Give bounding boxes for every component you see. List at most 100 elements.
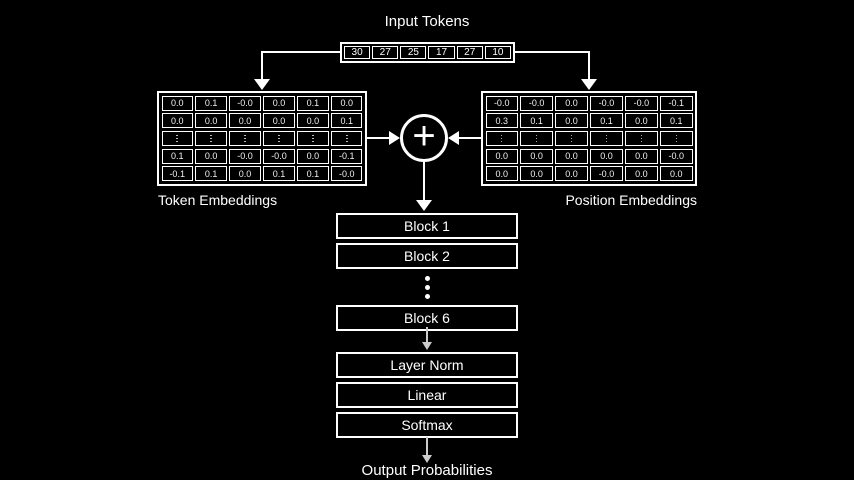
matrix-cell: 0.1 [590,113,623,129]
matrix-cell: 0.0 [297,113,329,129]
matrix-cell [161,130,193,147]
arrowhead-into-block1 [416,200,432,211]
matrix-cell: -0.0 [625,95,658,111]
matrix-cell: -0.0 [590,166,623,182]
matrix-cell [331,130,363,147]
connector-tokens-to-left-drop [261,51,263,80]
transformer-block-box: Block 6 [336,305,518,331]
transformer-block-box: Block 2 [336,243,518,269]
connector-left-matrix-to-adder [366,137,390,139]
input-tokens-label: Input Tokens [384,13,470,30]
matrix-cell: 0.0 [229,166,261,182]
matrix-cell: 0.0 [297,148,329,164]
matrix-cell: 0.1 [297,166,329,182]
matrix-cell: 0.0 [555,95,588,111]
matrix-cell: 0.0 [485,148,518,164]
matrix-cell: -0.0 [263,148,295,164]
matrix-cell: 0.0 [590,148,623,164]
token-embeddings-label: Token Embeddings [158,192,278,208]
matrix-cell: 0.0 [161,95,193,111]
matrix-cell: 0.3 [485,113,518,129]
plus-icon: + [412,114,436,158]
matrix-cell: 0.1 [263,166,295,182]
connector-tokens-to-right-drop [588,51,590,80]
connector-right-matrix-to-adder [458,137,482,139]
matrix-cell: -0.0 [660,148,693,164]
matrix-cell: -0.0 [590,95,623,111]
matrix-cell [590,130,623,147]
matrix-cell: 0.1 [195,166,227,182]
matrix-cell: 0.1 [331,113,363,129]
matrix-cell: 0.1 [660,113,693,129]
matrix-cell: 0.0 [625,113,658,129]
matrix-cell: -0.0 [485,95,518,111]
matrix-cell [195,130,227,147]
matrix-cell: -0.1 [331,148,363,164]
arrowhead-into-token-embeddings [254,79,270,90]
matrix-cell [263,130,295,147]
matrix-cell [625,130,658,147]
head-layer-box: Layer Norm [336,352,518,378]
matrix-cell: 0.0 [625,148,658,164]
token-cell: 27 [372,46,399,59]
matrix-cell [660,130,693,147]
matrix-cell: 0.0 [660,166,693,182]
matrix-cell: 0.1 [195,95,227,111]
matrix-cell [520,130,553,147]
matrix-cell: 0.0 [331,95,363,111]
matrix-cell: 0.0 [555,166,588,182]
matrix-cell: 0.0 [520,148,553,164]
matrix-cell: 0.0 [263,113,295,129]
matrix-cell: 0.0 [625,166,658,182]
matrix-cell: 0.0 [195,148,227,164]
matrix-cell [555,130,588,147]
matrix-cell: 0.0 [555,113,588,129]
arrowhead-left-into-adder [389,131,400,145]
matrix-cell [485,130,518,147]
matrix-cell [297,130,329,147]
connector-tokens-to-left [261,51,340,53]
arrowhead-into-output [422,455,432,463]
matrix-cell: 0.0 [229,113,261,129]
head-layer-box: Linear [336,382,518,408]
matrix-cell: -0.1 [161,166,193,182]
arrowhead-into-position-embeddings [581,79,597,90]
matrix-cell: -0.0 [331,166,363,182]
connector-softmax-to-output [426,437,428,455]
matrix-cell: 0.0 [555,148,588,164]
matrix-cell: 0.0 [520,166,553,182]
position-embeddings-label: Position Embeddings [565,192,697,208]
output-probabilities-label: Output Probabilities [361,462,493,479]
matrix-cell: 0.0 [161,113,193,129]
token-cell: 10 [484,46,511,59]
arrowhead-right-into-adder [448,131,459,145]
connector-block6-to-layernorm [426,327,428,343]
arrowhead-into-layernorm [422,342,432,350]
matrix-cell: -0.1 [660,95,693,111]
matrix-cell: 0.0 [485,166,518,182]
matrix-cell: -0.0 [229,95,261,111]
token-cell: 25 [400,46,427,59]
connector-adder-to-block1 [423,161,425,200]
connector-tokens-to-right [515,51,590,53]
matrix-cell: 0.1 [161,148,193,164]
add-operation-node: + [400,114,448,162]
head-layer-box: Softmax [336,412,518,438]
matrix-cell: -0.0 [229,148,261,164]
matrix-cell: 0.1 [297,95,329,111]
matrix-cell: 0.1 [520,113,553,129]
transformer-blocks-column: Block 1 Block 2 Block 6 [336,213,518,331]
token-cell: 27 [456,46,483,59]
matrix-cell: 0.0 [195,113,227,129]
token-cell: 17 [428,46,455,59]
blocks-ellipsis-dots [336,273,518,301]
matrix-cell: 0.0 [263,95,295,111]
token-cell: 30 [344,46,371,59]
matrix-cell [229,130,261,147]
transformer-block-box: Block 1 [336,213,518,239]
